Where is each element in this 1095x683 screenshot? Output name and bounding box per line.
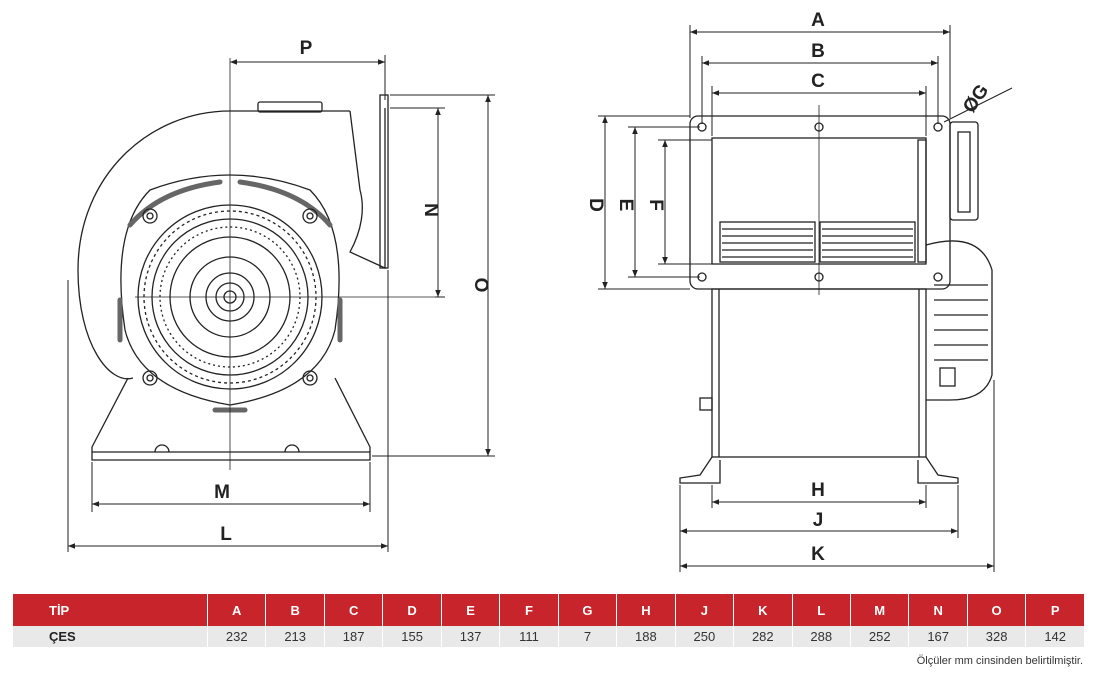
table-cell: 232: [208, 626, 266, 647]
dim-letter-j: J: [813, 510, 824, 531]
front-view: [77, 58, 440, 470]
table-header-cell: B: [266, 594, 324, 626]
table-cell: 282: [734, 626, 792, 647]
dim-letter-n: N: [420, 203, 441, 217]
table-header-cell: E: [441, 594, 500, 626]
table-header-cell: D: [383, 594, 441, 626]
table-cell: 137: [441, 626, 500, 647]
dim-letter-d: D: [585, 198, 606, 212]
table-header-cell: P: [1026, 594, 1084, 626]
dim-letter-o: O: [470, 278, 491, 293]
table-header-cell: O: [967, 594, 1026, 626]
table-cell: 252: [850, 626, 909, 647]
dim-letter-m: M: [214, 482, 230, 503]
dim-letter-c: C: [811, 71, 825, 92]
table-header-cell: F: [500, 594, 558, 626]
table-cell: 188: [617, 626, 675, 647]
table-row: ÇES 232 213 187 155 137 111 7 188 250 28…: [13, 626, 1084, 647]
table-cell: 250: [675, 626, 734, 647]
table-cell: ÇES: [13, 626, 207, 647]
dim-letter-e: E: [615, 199, 636, 212]
table-header-cell: J: [675, 594, 734, 626]
side-view: [679, 105, 993, 484]
table-cell: 213: [266, 626, 324, 647]
table-header-cell: M: [850, 594, 909, 626]
dimension-table: TİP A B C D E F G H J K L M N O P ÇES 23…: [12, 594, 1085, 647]
dim-letter-f: F: [645, 199, 666, 211]
side-view-dimensions: [598, 25, 1013, 572]
table-header-cell: A: [208, 594, 266, 626]
dim-letter-h: H: [811, 480, 825, 501]
table-header-cell: L: [792, 594, 850, 626]
table-cell: 111: [500, 626, 558, 647]
units-note: Ölçüler mm cinsinden belirtilmiştir.: [916, 655, 1083, 667]
table-cell: 288: [792, 626, 850, 647]
dim-letter-p: P: [300, 38, 313, 59]
table-cell: 187: [324, 626, 383, 647]
table-header-cell: K: [734, 594, 792, 626]
table-cell: 7: [558, 626, 617, 647]
dim-letter-l: L: [220, 524, 232, 545]
table-cell: 167: [909, 626, 967, 647]
table-header-cell: N: [909, 594, 967, 626]
dim-letter-a: A: [811, 10, 825, 31]
dim-letter-b: B: [811, 41, 825, 62]
front-view-labels: P N O M L: [214, 38, 491, 545]
dim-letter-k: K: [811, 544, 825, 565]
table-cell: 142: [1026, 626, 1084, 647]
table-header-cell: TİP: [13, 594, 207, 626]
table-header-cell: H: [617, 594, 675, 626]
front-view-dimensions: [67, 55, 495, 552]
table-cell: 155: [383, 626, 441, 647]
table-header-cell: C: [324, 594, 383, 626]
table-cell: 328: [967, 626, 1026, 647]
table-header-cell: G: [558, 594, 617, 626]
table-header-row: TİP A B C D E F G H J K L M N O P: [13, 594, 1084, 626]
technical-drawing: P N O M L: [67, 10, 1013, 572]
